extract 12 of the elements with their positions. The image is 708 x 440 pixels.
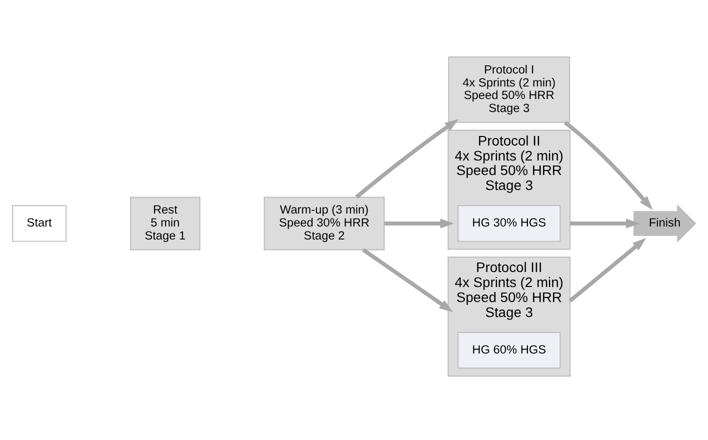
arrow bbox=[564, 120, 653, 210]
arrow bbox=[570, 218, 640, 228]
arrow bbox=[384, 218, 454, 228]
node-box: HG 60% HGS bbox=[458, 332, 561, 368]
node-box: Warm-up (3 min) Speed 30% HRR Stage 2 bbox=[264, 196, 385, 250]
node-box: Rest 5 min Stage 1 bbox=[130, 196, 200, 250]
arrow bbox=[568, 237, 646, 302]
node-box: Protocol I 4x Sprints (2 min) Speed 50% HRR Stage 3 bbox=[448, 56, 570, 122]
arrow bbox=[355, 118, 459, 198]
node-box: HG 30% HGS bbox=[458, 204, 561, 242]
arrow bbox=[362, 248, 454, 312]
node-box: Start bbox=[12, 204, 67, 242]
